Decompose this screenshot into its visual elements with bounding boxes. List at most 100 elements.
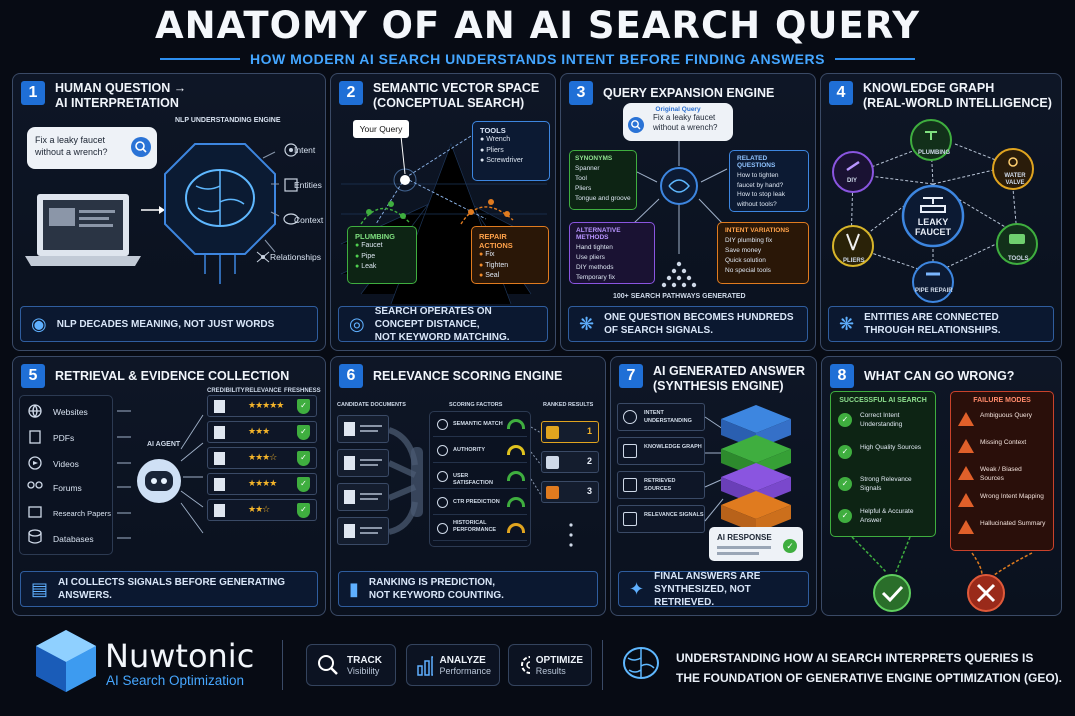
panel-title: RELEVANCE SCORING ENGINE [373, 369, 563, 383]
faucet-center-node [901, 184, 965, 248]
panel-2-footer: ◎ SEARCH OPERATES ON CONCEPT DISTANCE,NO… [338, 306, 548, 343]
failure-label: Wrong Intent Mapping [980, 493, 1044, 500]
brain-icon [164, 143, 276, 284]
panel-7-synthesis: 7 AI GENERATED ANSWER(SYNTHESIS ENGINE) … [610, 356, 817, 616]
success-item: ✓Helpful & Accurate Answer [838, 506, 928, 538]
col-scoring-factors: SCORING FACTORS [449, 402, 503, 408]
node-label-water-valve: WATER VALVE [1004, 173, 1026, 186]
synthesis-input: RETRIEVED SOURCES [617, 471, 705, 499]
document-icon [214, 452, 225, 465]
shield-check-icon: ✓ [297, 399, 310, 414]
input-icon [623, 444, 637, 458]
star-rating: ★★★☆ [248, 452, 277, 462]
subtitle-rule-left [160, 58, 241, 60]
query-point [400, 175, 410, 185]
ranked-result: 2 [541, 451, 599, 473]
expansion-illustration [630, 140, 728, 288]
context-icon [283, 213, 299, 225]
gauge-icon [507, 497, 525, 507]
tools-cluster: TOOLS ● Wrench ● Pliers ● Screwdriver [472, 121, 550, 181]
warning-icon [958, 493, 974, 507]
candidate-document [337, 517, 389, 545]
output-relationships: Relationships [270, 252, 322, 262]
success-label: High Quality Sources [860, 444, 922, 451]
factor-label: USER SATISFACTION [453, 473, 493, 486]
page-title: ANATOMY OF AN AI SEARCH QUERY [154, 4, 920, 47]
rank-number: 1 [586, 426, 592, 436]
factor-icon [437, 445, 448, 456]
ai-response-card: AI RESPONSE ✓ [709, 527, 803, 561]
repair-actions-cluster: REPAIR ACTIONS ● Fix ● Tighten ● Seal [471, 226, 549, 284]
scoring-illustration [387, 426, 573, 547]
search-icon[interactable] [628, 117, 644, 133]
alternative-methods-card: ALTERNATIVE METHODS Hand tighten Use pli… [569, 222, 655, 284]
rank-badge-icon [546, 426, 559, 439]
knowledge-layers [721, 405, 791, 533]
search-icon[interactable] [131, 137, 151, 157]
ai-agent-label: AI AGENT [147, 441, 181, 448]
factor-icon [437, 497, 448, 508]
shield-check-icon: ✓ [297, 477, 310, 492]
star-rating: ★★★ [248, 426, 270, 436]
scoring-factor: AUTHORITY [433, 441, 527, 463]
input-label: INTENT UNDERSTANDING [644, 410, 692, 424]
node-label-pipe-repair: PIPE REPAIR [915, 288, 953, 294]
panel-title: AI GENERATED ANSWER(SYNTHESIS ENGINE) [653, 364, 806, 393]
source-websites: Websites [53, 407, 88, 417]
video-icon [28, 456, 42, 470]
input-label: KNOWLEDGE GRAPH [644, 444, 702, 450]
sources-list [19, 395, 113, 555]
star-rating: ★★☆ [248, 504, 270, 514]
scoring-factor: HISTORICAL PERFORMANCE [433, 519, 527, 541]
panel-5-footer: ▤ AI COLLECTS SIGNALS BEFORE GENERATING … [20, 571, 318, 607]
input-icon [623, 410, 637, 424]
failure-item: Weak / Biased Sources [958, 464, 1046, 491]
shield-check-icon: ✓ [297, 425, 310, 440]
step-number: 2 [339, 81, 363, 105]
failure-item: Missing Context [958, 437, 1046, 464]
source-pdfs: PDFs [53, 433, 75, 443]
bar-chart-icon: ▮ [349, 578, 359, 599]
wrench-icon [846, 160, 860, 172]
input-icon [623, 512, 637, 526]
brand-tagline: AI Search Optimization [106, 673, 245, 688]
scoring-factor: USER SATISFACTION [433, 467, 527, 489]
research-icon [28, 506, 42, 518]
factor-icon [437, 471, 448, 482]
scoring-factor: SEMANTIC MATCH [433, 415, 527, 437]
node-label-plumbing: PLUMBING [918, 150, 950, 156]
input-label: RETRIEVED SOURCES [644, 478, 676, 492]
gauge-icon [507, 419, 525, 429]
col-freshness: FRESHNESS [284, 388, 321, 394]
brand-name: Nuwtonic [105, 637, 255, 675]
synonyms-card: SYNONYMS Spanner Tool Pliers Tongue and … [569, 150, 637, 210]
col-candidate-documents: CANDIDATE DOCUMENTS [337, 402, 406, 408]
your-query-label: Your Query [353, 120, 409, 138]
col-credibility: CREDIBILITY [207, 388, 245, 394]
output-intent: Intent [294, 145, 316, 155]
success-item: ✓Correct Intent Understanding [838, 410, 928, 442]
gear-icon [521, 656, 530, 674]
synthesis-input: KNOWLEDGE GRAPH [617, 437, 705, 465]
panel-4-knowledge-graph: 4 KNOWLEDGE GRAPH(REAL-WORLD INTELLIGENC… [820, 73, 1062, 351]
factor-icon [437, 523, 448, 534]
success-icon: ✓ [838, 477, 852, 491]
candidate-document [337, 415, 389, 443]
panel-title: SEMANTIC VECTOR SPACE(CONCEPTUAL SEARCH) [373, 81, 540, 110]
output-context: Context [294, 215, 324, 225]
source-forums: Forums [53, 483, 82, 493]
brain-icon [660, 167, 698, 205]
evidence-row: ★★★★★✓ [207, 395, 317, 417]
success-item: ✓High Quality Sources [838, 442, 928, 474]
check-icon: ✓ [783, 539, 797, 553]
input-icon [623, 478, 637, 492]
col-ranked-results: RANKED RESULTS [543, 402, 594, 408]
database-icon [28, 529, 42, 537]
